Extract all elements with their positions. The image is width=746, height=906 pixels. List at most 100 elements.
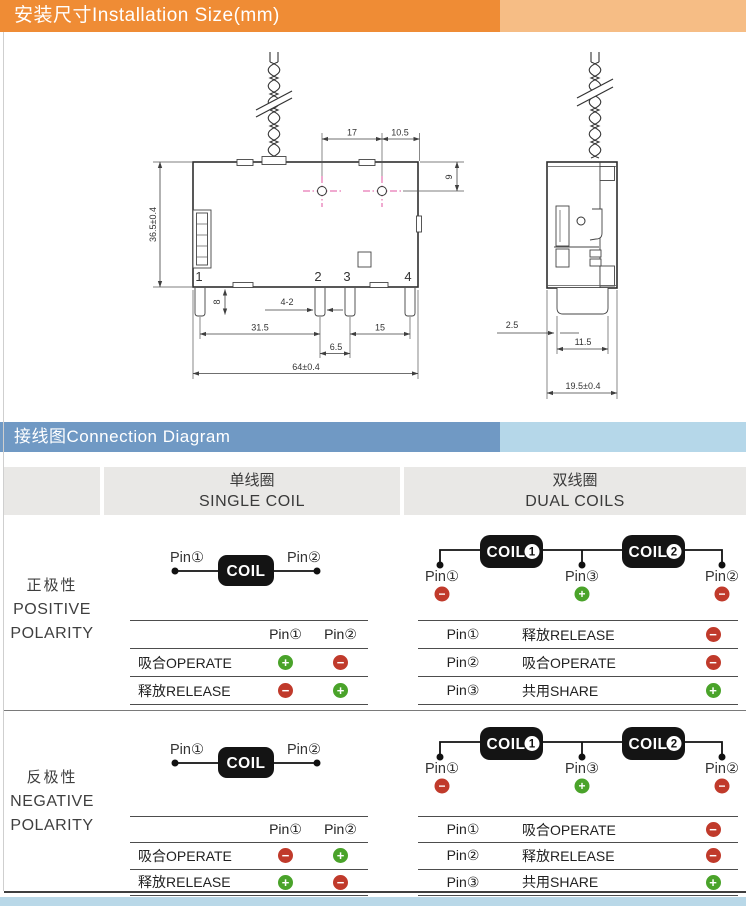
svg-text:1: 1 <box>529 739 536 751</box>
dim-6-5: 6.5 <box>330 342 343 352</box>
table-row: Pin③ 共用SHARE + <box>418 676 738 705</box>
table-row: Pin③ 共用SHARE + <box>418 868 738 896</box>
installation-size-header-accent <box>0 0 500 32</box>
mounting-holes <box>303 176 401 207</box>
pin2-label: Pin② <box>287 550 321 566</box>
dim-4-2: 4-2 <box>280 297 293 307</box>
page-bottom-rule <box>4 891 746 893</box>
coil-box <box>218 747 274 778</box>
svg-text:−: − <box>438 587 445 601</box>
pin1-label: Pin① <box>425 569 459 585</box>
table-row: Pin① 吸合OPERATE − <box>418 816 738 842</box>
dim-17: 17 <box>347 128 357 138</box>
pin3-label: Pin③ <box>565 761 599 777</box>
polarity-symbol: − <box>714 778 730 794</box>
dual-coils-zh-label: 双线圈 <box>552 472 598 489</box>
wire-break-mask <box>254 91 294 117</box>
installation-drawing: 1 2 3 4 17 10.5 9 36.5±0.4 8 4-2 <box>148 52 618 399</box>
polarity-symbol: − <box>434 586 450 602</box>
dim-36-5: 36.5±0.4 <box>148 207 158 242</box>
pin3-label: Pin③ <box>565 569 599 585</box>
page-left-border <box>3 32 4 891</box>
dim-64: 64±0.4 <box>292 362 319 372</box>
svg-text:+: + <box>578 587 585 601</box>
svg-text:COIL: COIL <box>628 544 667 561</box>
side-view: 2.5 11.5 19.5±0.4 <box>497 52 618 399</box>
table-row: Pin② 吸合OPERATE − <box>418 648 738 676</box>
polarity-symbol: + <box>705 683 721 698</box>
front-window-detail <box>357 251 372 268</box>
polarity-symbol: − <box>705 848 721 864</box>
front-pins <box>194 288 416 317</box>
installation-size-title: 安装尺寸Installation Size(mm) <box>14 5 280 26</box>
polarity-symbol: − <box>705 627 721 642</box>
side-lead-wire <box>575 52 615 159</box>
front-view: 1 2 3 4 17 10.5 9 36.5±0.4 8 4-2 <box>148 52 464 379</box>
connection-diagram-title: 接线图Connection Diagram <box>14 427 231 446</box>
svg-text:COIL: COIL <box>628 736 667 753</box>
single-coil-en-label: SINGLE COIL <box>199 493 305 510</box>
dim-31-5: 31.5 <box>251 323 269 333</box>
dual-coil-table-positive: Pin① 释放RELEASE − Pin② 吸合OPERATE − Pin③ 共… <box>418 620 738 705</box>
dim-8: 8 <box>212 299 222 304</box>
pin2-label: Pin② <box>287 742 321 758</box>
polarity-symbol: − <box>714 586 730 602</box>
polarity-symbol: + <box>278 655 293 670</box>
pin-number-4: 4 <box>404 269 411 284</box>
pin1-label: Pin① <box>170 742 204 758</box>
dim-19-5: 19.5±0.4 <box>566 381 601 391</box>
coil1-box <box>480 727 543 760</box>
polarity-symbol: − <box>333 874 348 890</box>
single-coil-zh-label: 单线圈 <box>229 472 275 489</box>
coil-box-label: COIL <box>226 755 265 772</box>
front-latch-detail <box>416 215 422 233</box>
svg-text:2: 2 <box>671 739 677 751</box>
page-bottom-strip <box>0 897 746 906</box>
dual-coil-table-negative: Pin① 吸合OPERATE − Pin② 释放RELEASE − Pin③ 共… <box>418 816 738 896</box>
pin-number-1: 1 <box>195 269 202 284</box>
front-body <box>192 161 419 288</box>
coil2-box <box>622 535 685 568</box>
pin2-label: Pin② <box>705 761 739 777</box>
polarity-symbol: − <box>278 848 293 864</box>
connection-diagram-header-accent <box>0 422 500 452</box>
polarity-symbol: − <box>333 655 348 670</box>
polarity-symbol: + <box>333 848 348 864</box>
coil-box-label: COIL <box>226 563 265 580</box>
table-row: 释放RELEASE + − <box>130 868 368 896</box>
svg-text:+: + <box>578 779 585 793</box>
front-connector-detail <box>192 209 212 269</box>
polarity-symbol: − <box>434 778 450 794</box>
polarity-section-divider <box>4 710 746 711</box>
dim-11-5: 11.5 <box>575 337 592 347</box>
pin1-label: Pin① <box>170 550 204 566</box>
table-row: 吸合OPERATE − + <box>130 842 368 868</box>
side-view-internal-detail <box>554 205 603 268</box>
table-row: Pin① 释放RELEASE − <box>418 620 738 648</box>
svg-text:−: − <box>718 587 725 601</box>
table-row: 释放RELEASE − + <box>130 676 368 705</box>
installation-size-header-bar: 安装尺寸Installation Size(mm) <box>0 0 746 32</box>
dim-15: 15 <box>375 323 385 333</box>
svg-text:2: 2 <box>671 547 677 559</box>
table-header-corner-cell <box>4 467 100 515</box>
pin-number-2: 2 <box>314 269 321 284</box>
svg-text:−: − <box>718 779 725 793</box>
pin2-label: Pin② <box>705 569 739 585</box>
dim-9: 9 <box>444 174 454 179</box>
coil2-box <box>622 727 685 760</box>
table-row: Pin① Pin② <box>130 816 368 842</box>
dual-coil-diagram-negative: COIL 1 COIL 2 Pin① Pin③ Pin② − + − <box>425 727 739 794</box>
table-header-single-coil: 单线圈 SINGLE COIL <box>104 467 400 515</box>
pin1-label: Pin① <box>425 761 459 777</box>
svg-text:−: − <box>438 779 445 793</box>
table-header-dual-coils: 双线圈 DUAL COILS <box>404 467 746 515</box>
single-coil-table-positive: Pin① Pin② 吸合OPERATE + − 释放RELEASE − + <box>130 620 368 705</box>
pin-number-3: 3 <box>343 269 350 284</box>
wire-break-icon <box>576 86 614 107</box>
svg-text:COIL: COIL <box>486 736 525 753</box>
table-row: Pin② 释放RELEASE − <box>418 842 738 868</box>
wire-break-icon <box>255 97 293 118</box>
single-coil-table-negative: Pin① Pin② 吸合OPERATE − + 释放RELEASE + − <box>130 816 368 896</box>
